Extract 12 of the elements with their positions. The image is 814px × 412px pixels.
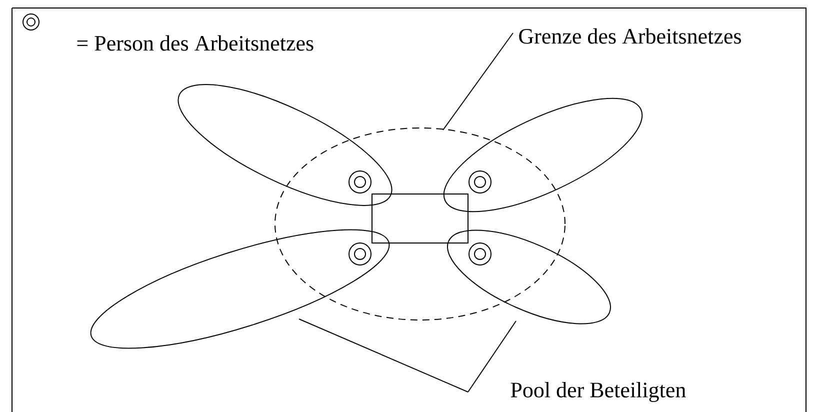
- boundary-label: Grenze des Arbeitsnetzes: [519, 28, 741, 44]
- person-symbol: [348, 170, 372, 194]
- core-box: [372, 194, 468, 244]
- legend-text: = Person des Arbeitsnetzes: [77, 35, 314, 51]
- person-symbol: [468, 170, 492, 194]
- pool-label: Pool der Beteiligten: [510, 382, 686, 402]
- leader-line: [468, 320, 516, 392]
- person-symbol: [348, 242, 372, 266]
- leader-line: [442, 32, 514, 130]
- person-symbol: [468, 242, 492, 266]
- boundary-ellipse: [274, 128, 566, 320]
- leader-line: [298, 318, 468, 392]
